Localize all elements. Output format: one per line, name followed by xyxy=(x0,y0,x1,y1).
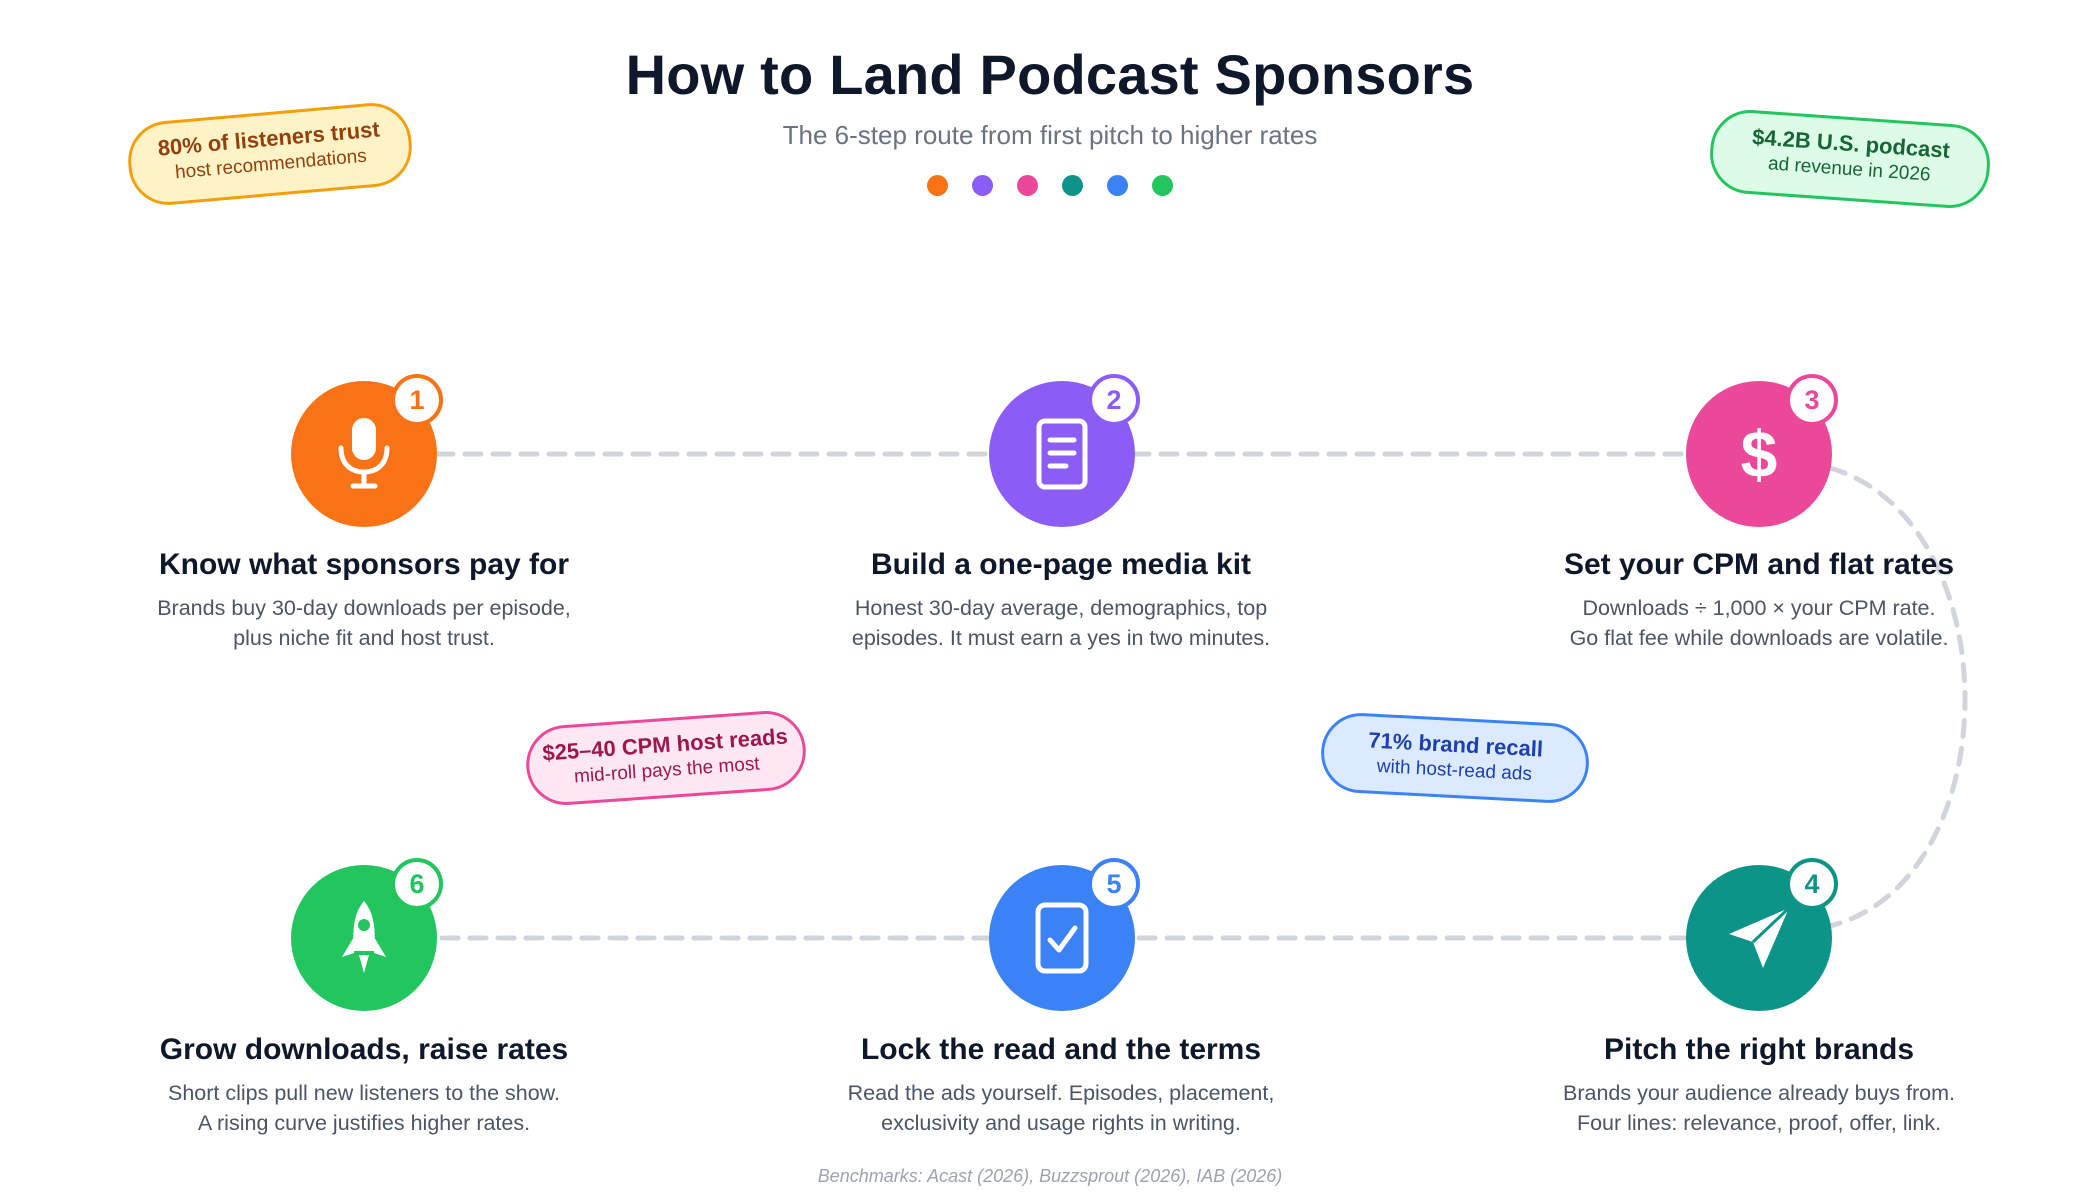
step-4-number-badge: 4 xyxy=(1786,858,1838,910)
connector-3-4 xyxy=(1827,465,1968,929)
step-1-circle xyxy=(291,381,437,527)
step-1-desc-line-2: plus niche fit and host trust. xyxy=(233,626,495,650)
rocket-icon xyxy=(342,901,386,973)
step-6-desc-line-2: A rising curve justifies higher rates. xyxy=(197,1111,531,1135)
step-4-desc-line-1: Brands your audience already buys from. xyxy=(1563,1081,1955,1105)
sources-footnote: Benchmarks: Acast (2026), Buzzsprout (20… xyxy=(817,1166,1283,1186)
clipboard-check-icon xyxy=(1035,902,1089,974)
step-1-title: Know what sponsors pay for xyxy=(158,548,570,581)
step-5-desc-line-2: exclusivity and usage rights in writing. xyxy=(881,1111,1241,1135)
step-6-title: Grow downloads, raise rates xyxy=(159,1033,569,1066)
step-3-number-badge: 3 xyxy=(1786,374,1838,426)
dot-orange xyxy=(927,175,948,196)
step-1-description: Brands buy 30-day downloads per episode,… xyxy=(34,593,694,653)
dot-blue xyxy=(1107,175,1128,196)
step-4-description: Brands your audience already buys from. … xyxy=(1429,1078,2089,1138)
step-4-title: Pitch the right brands xyxy=(1603,1033,1915,1066)
step-4-desc-line-2: Four lines: relevance, proof, offer, lin… xyxy=(1576,1111,1942,1135)
dot-teal xyxy=(1062,175,1083,196)
step-5-desc-line-1: Read the ads yourself. Episodes, placeme… xyxy=(847,1081,1275,1105)
step-3-desc-line-1: Downloads ÷ 1,000 × your CPM rate. xyxy=(1582,596,1936,620)
step-5-title: Lock the read and the terms xyxy=(860,1033,1262,1066)
page-subtitle: The 6-step route from first pitch to hig… xyxy=(782,120,1318,150)
dot-green xyxy=(1152,175,1173,196)
svg-text:$: $ xyxy=(1741,419,1778,489)
dollar-icon: $ xyxy=(1741,419,1778,489)
document-icon xyxy=(1036,418,1088,490)
step-1-number-badge: 1 xyxy=(391,374,443,426)
step-1-desc-line-1: Brands buy 30-day downloads per episode, xyxy=(157,596,571,620)
step-3-desc-line-2: Go flat fee while downloads are volatile… xyxy=(1569,626,1949,650)
step-2-desc-line-2: episodes. It must earn a yes in two minu… xyxy=(851,626,1271,650)
step-2-desc-line-1: Honest 30-day average, demographics, top xyxy=(854,596,1268,620)
dot-pink xyxy=(1017,175,1038,196)
step-3-title: Set your CPM and flat rates xyxy=(1563,548,1955,581)
step-5-number-badge: 5 xyxy=(1088,858,1140,910)
step-6-desc-line-1: Short clips pull new listeners to the sh… xyxy=(168,1081,560,1105)
step-5-description: Read the ads yourself. Episodes, placeme… xyxy=(731,1078,1391,1138)
color-dots xyxy=(0,175,2100,196)
step-2-title: Build a one-page media kit xyxy=(870,548,1252,581)
step-6-description: Short clips pull new listeners to the sh… xyxy=(34,1078,694,1138)
page-title: How to Land Podcast Sponsors xyxy=(625,43,1475,106)
callout-brand-recall: 71% brand recall with host-read ads xyxy=(1319,711,1591,805)
step-2-number-badge: 2 xyxy=(1088,374,1140,426)
dot-purple xyxy=(972,175,993,196)
microphone-icon xyxy=(338,418,390,489)
step-2-description: Honest 30-day average, demographics, top… xyxy=(731,593,1391,653)
send-icon xyxy=(1729,906,1791,968)
step-6-number-badge: 6 xyxy=(391,858,443,910)
step-3-description: Downloads ÷ 1,000 × your CPM rate. Go fl… xyxy=(1429,593,2089,653)
